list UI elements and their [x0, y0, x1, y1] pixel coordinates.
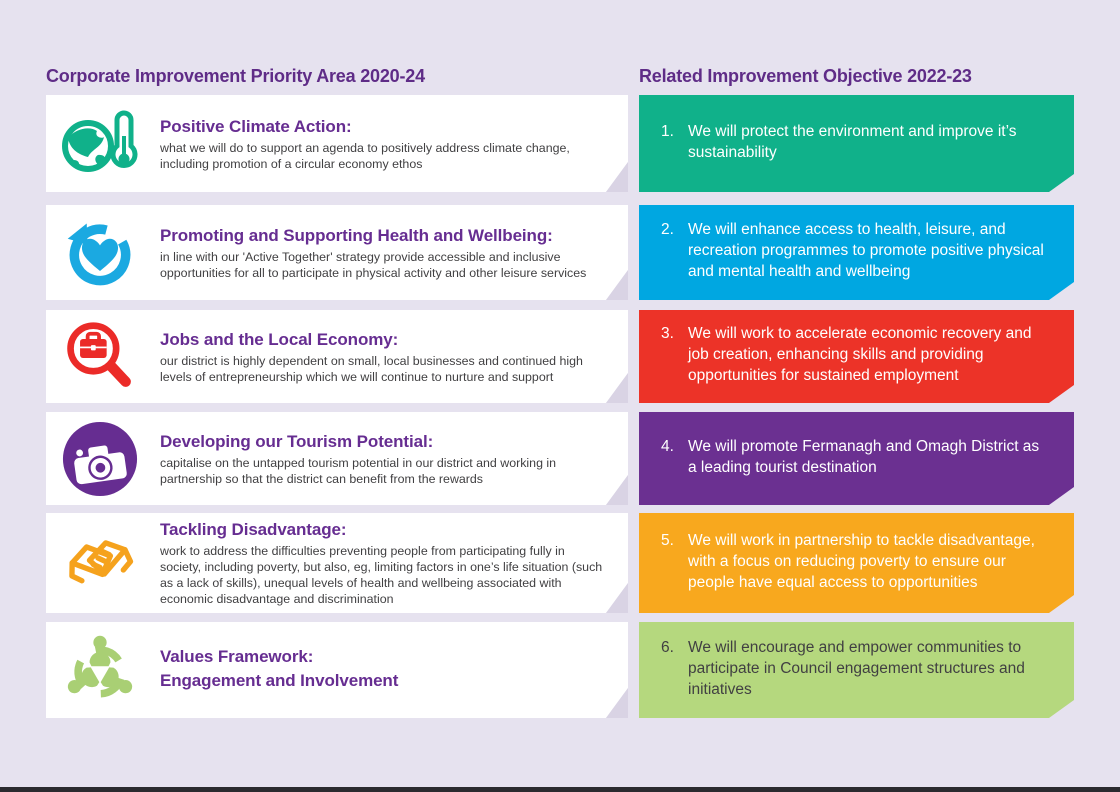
priority-description: in line with our 'Active Together' strat… — [160, 249, 587, 280]
priority-title: Positive Climate Action: — [160, 116, 352, 136]
objective-block: 3. We will work to accelerate economic r… — [639, 310, 1074, 403]
objective-number: 4. — [661, 437, 674, 455]
objective-number: 2. — [661, 221, 674, 238]
priority-description: what we will do to support an agenda to … — [160, 140, 570, 171]
priority-icon-box — [58, 528, 142, 598]
objective-block: 1. We will protect the environment and i… — [639, 95, 1074, 192]
row-values-framework: Values Framework: Engagement and Involve… — [46, 622, 1074, 718]
page-bottom-bar — [0, 787, 1120, 792]
priority-title: Jobs and the Local Economy: — [160, 329, 399, 349]
community-icon — [67, 635, 133, 698]
priority-card: Positive Climate Action: what we will do… — [46, 95, 628, 192]
cycle-heart-icon — [67, 223, 131, 285]
priority-column-header: Corporate Improvement Priority Area 2020… — [46, 66, 425, 86]
priority-icon-box — [58, 632, 142, 708]
objective-text: 1. We will protect the environment and i… — [661, 121, 1046, 163]
priority-card: Values Framework: Engagement and Involve… — [46, 622, 628, 718]
priority-card: Promoting and Supporting Health and Well… — [46, 205, 628, 300]
objective-text: 5. We will work in partnership to tackle… — [661, 530, 1046, 593]
priority-description: capitalise on the untapped tourism poten… — [160, 455, 557, 486]
priority-text: Jobs and the Local Economy: our district… — [160, 329, 608, 385]
objective-number: 1. — [661, 122, 674, 140]
priority-icon-box — [58, 420, 142, 498]
objective-text: 6. We will encourage and empower communi… — [661, 637, 1046, 700]
row-jobs-local-economy: Jobs and the Local Economy: our district… — [46, 310, 1074, 403]
priority-title: Values Framework: — [160, 647, 314, 666]
row-tackling-disadvantage: Tackling Disadvantage: work to address t… — [46, 513, 1074, 613]
objective-body: We will work to accelerate economic reco… — [688, 325, 1032, 384]
priority-title: Tackling Disadvantage: — [160, 520, 347, 539]
row-positive-climate-action: Positive Climate Action: what we will do… — [46, 95, 1074, 192]
priority-text: Values Framework: Engagement and Involve… — [160, 646, 608, 694]
objective-body: We will encourage and empower communitie… — [688, 638, 1025, 698]
priority-icon-box — [58, 319, 142, 395]
objective-number: 5. — [661, 531, 674, 549]
objective-body: We will protect the environment and impr… — [688, 122, 1017, 161]
row-health-and-wellbeing: Promoting and Supporting Health and Well… — [46, 205, 1074, 300]
priority-description: work to address the difficulties prevent… — [160, 544, 603, 606]
priority-text: Positive Climate Action: what we will do… — [160, 116, 608, 172]
objective-block: 5. We will work in partnership to tackle… — [639, 513, 1074, 613]
globe-thermometer-icon — [62, 110, 138, 172]
objective-block: 6. We will encourage and empower communi… — [639, 622, 1074, 718]
priority-icon-box — [58, 108, 142, 180]
objective-number: 6. — [661, 638, 674, 656]
objective-block: 2. We will enhance access to health, lei… — [639, 205, 1074, 300]
priority-card: Jobs and the Local Economy: our district… — [46, 310, 628, 403]
objective-text: 3. We will work to accelerate economic r… — [661, 323, 1046, 386]
handshake-icon — [69, 540, 134, 584]
objective-body: We will work in partnership to tackle di… — [688, 531, 1035, 591]
priority-card: Developing our Tourism Potential: capita… — [46, 412, 628, 505]
priority-icon-box — [58, 215, 142, 291]
priority-card: Tackling Disadvantage: work to address t… — [46, 513, 628, 613]
objective-text: 4. We will promote Fermanagh and Omagh D… — [661, 436, 1046, 478]
priority-text: Tackling Disadvantage: work to address t… — [160, 519, 608, 607]
objective-column-header: Related Improvement Objective 2022-23 — [639, 66, 972, 86]
objective-number: 3. — [661, 325, 674, 342]
magnifier-briefcase-icon — [67, 321, 131, 387]
priority-text: Promoting and Supporting Health and Well… — [160, 225, 608, 281]
priority-description: our district is highly dependent on smal… — [160, 353, 583, 384]
objective-body: We will enhance access to health, leisur… — [688, 221, 1044, 280]
camera-icon — [62, 421, 138, 496]
priority-title: Promoting and Supporting Health and Well… — [160, 225, 553, 245]
priority-title-line2: Engagement and Involvement — [160, 671, 399, 690]
row-tourism-potential: Developing our Tourism Potential: capita… — [46, 412, 1074, 505]
objective-body: We will promote Fermanagh and Omagh Dist… — [688, 437, 1040, 476]
objective-text: 2. We will enhance access to health, lei… — [661, 219, 1046, 282]
priority-title: Developing our Tourism Potential: — [160, 431, 434, 451]
priority-text: Developing our Tourism Potential: capita… — [160, 431, 608, 487]
objective-block: 4. We will promote Fermanagh and Omagh D… — [639, 412, 1074, 505]
